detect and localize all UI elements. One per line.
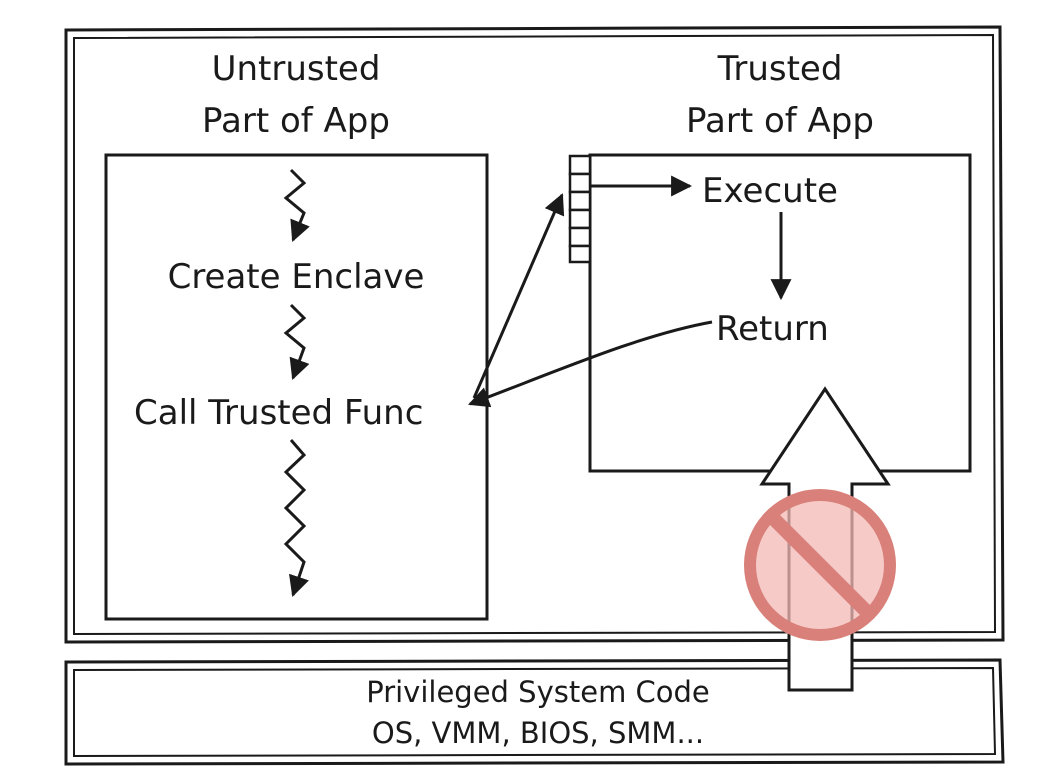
- untrusted-title-line2: Part of App: [202, 101, 390, 141]
- system-frame: [64, 658, 1005, 766]
- prohibited-icon: [744, 489, 896, 641]
- step-execute: Execute: [702, 171, 838, 211]
- untrusted-box: [104, 153, 489, 621]
- app-frame: [64, 25, 1005, 644]
- system-components: OS, VMM, BIOS, SMM...: [372, 716, 704, 750]
- step-create-enclave: Create Enclave: [168, 257, 425, 297]
- system-title: Privileged System Code: [366, 675, 710, 709]
- flow-zigzag-2: [283, 303, 310, 380]
- step-call-trusted-func: Call Trusted Func: [134, 393, 423, 433]
- flow-zigzag-1: [283, 168, 310, 242]
- trusted-title-line1: Trusted: [717, 49, 843, 89]
- arrow-call-to-gate: [472, 193, 565, 399]
- arrow-return-to-call: [468, 320, 713, 408]
- call-gate-icon: [568, 154, 592, 264]
- step-return: Return: [716, 309, 829, 349]
- untrusted-title-line1: Untrusted: [212, 49, 381, 89]
- trusted-title-line2: Part of App: [686, 101, 874, 141]
- flow-zigzag-3: [283, 439, 309, 597]
